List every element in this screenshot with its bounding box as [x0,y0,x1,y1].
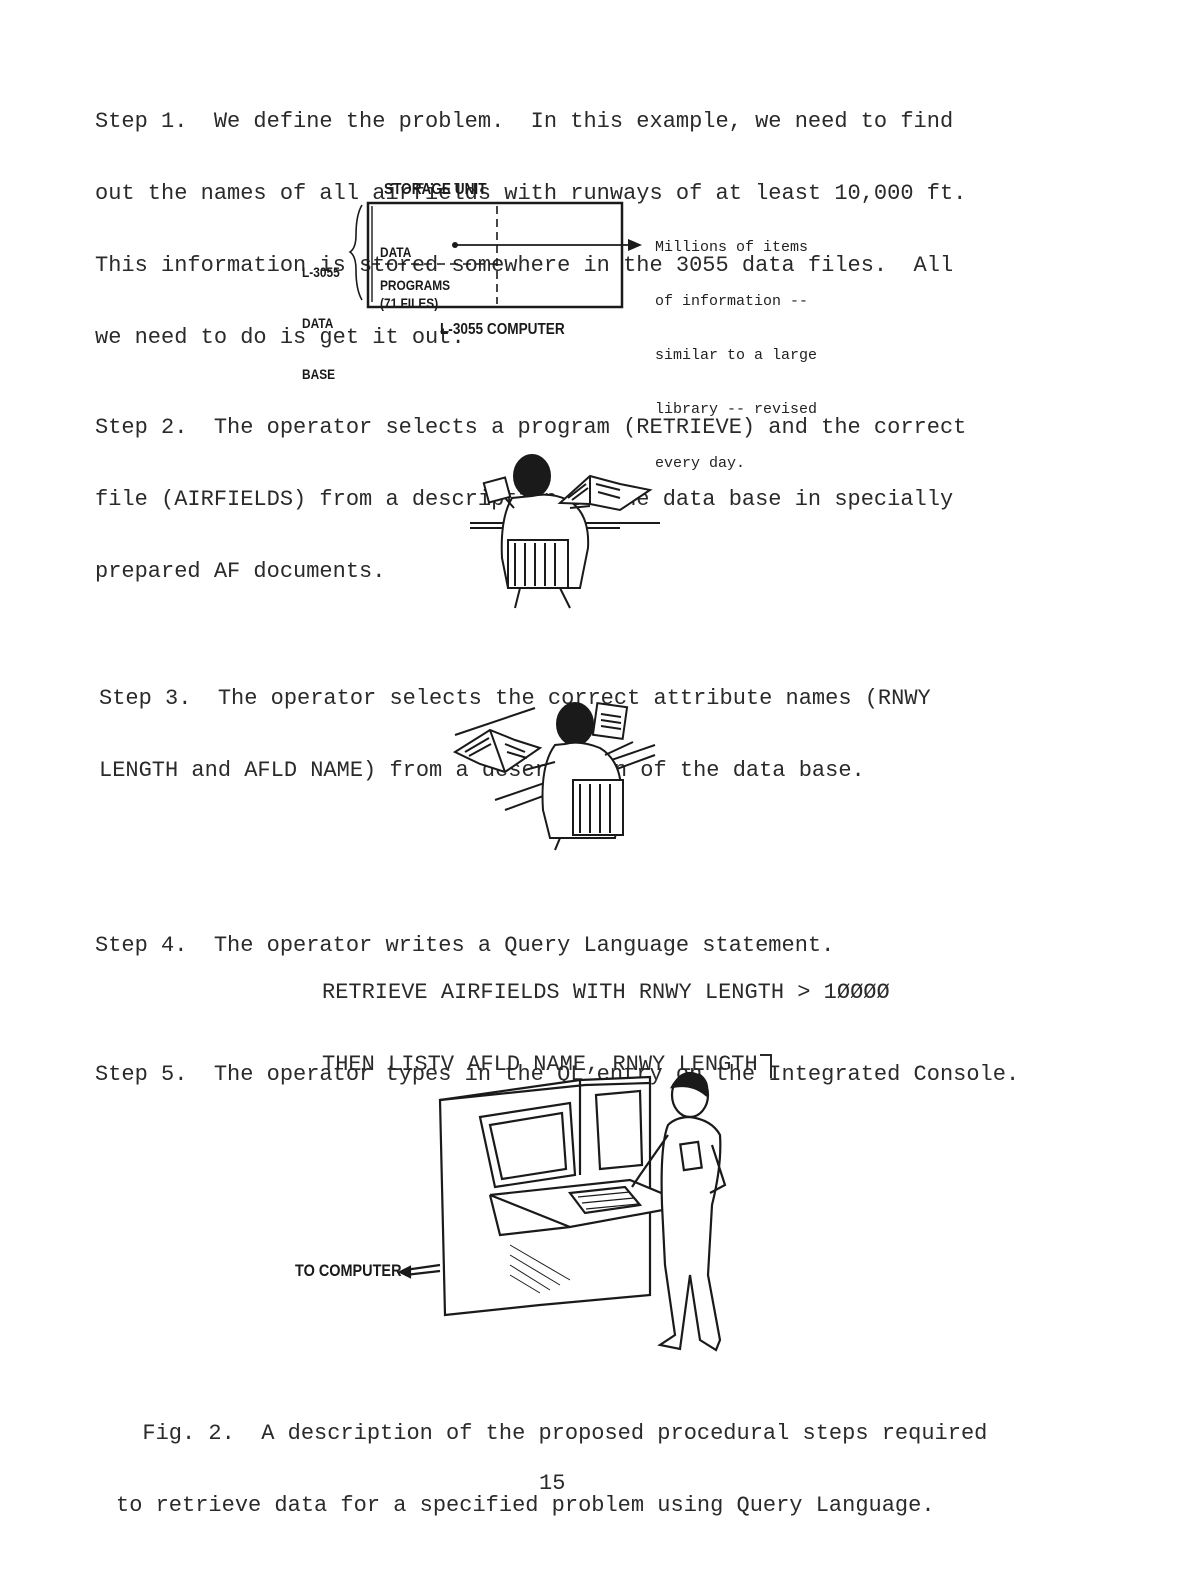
computer-label: L-3055 COMPUTER [440,321,565,338]
page-number: 15 [539,1471,566,1496]
step-5-line-1: Step 5. The operator types in the QL ent… [95,1062,1020,1087]
step-3-line-1: Step 3. The operator selects the correct… [99,686,931,711]
step-2-line-3: prepared AF documents. [95,559,386,584]
step-4-line-1: Step 4. The operator writes a Query Lang… [95,933,835,958]
integrated-console-illustration [397,1071,727,1352]
to-computer-label: TO COMPUTER [295,1261,402,1280]
storage-diagram-lines [348,201,642,309]
step-2-line-1: Step 2. The operator selects a program (… [95,415,967,440]
query-statement: RETRIEVE AIRFIELDS WITH RNWY LENGTH > 1Ø… [322,933,890,1102]
step-2-text: Step 2. The operator selects a program (… [95,368,966,608]
end-of-statement-icon [759,1054,772,1078]
query-line-2-wrap: THEN LISTV AFLD NAME, RNWY LENGTH [322,1053,890,1078]
step-4-text: Step 4. The operator writes a Query Lang… [95,886,834,982]
operator-selecting-illustration [452,701,656,851]
step-1-line-1: Step 1. We define the problem. In this e… [95,109,954,134]
caption-line-2: to retrieve data for a specified problem… [116,1493,935,1518]
caption-line-1: Fig. 2. A description of the proposed pr… [116,1421,988,1446]
step-1-text: Step 1. We define the problem. In this e… [95,62,966,374]
query-line-2: THEN LISTV AFLD NAME, RNWY LENGTH [322,1052,758,1077]
step-1-line-4: we need to do is get it out. [95,325,465,350]
operator-reading-illustration [470,454,660,609]
step-1-line-2: out the names of all airfields with runw… [95,181,967,206]
programs-label: PROGRAMS [380,277,451,293]
storage-unit-label: STORAGE UNIT [384,181,487,198]
figure-caption: Fig. 2. A description of the proposed pr… [116,1374,987,1542]
data-base-label: L-3055 DATA BASE [302,264,340,382]
query-line-1: RETRIEVE AIRFIELDS WITH RNWY LENGTH > 1Ø… [322,980,890,1005]
diagram-note: Millions of items of information -- simi… [655,239,818,472]
step-5-text: Step 5. The operator types in the QL ent… [95,1015,1019,1111]
